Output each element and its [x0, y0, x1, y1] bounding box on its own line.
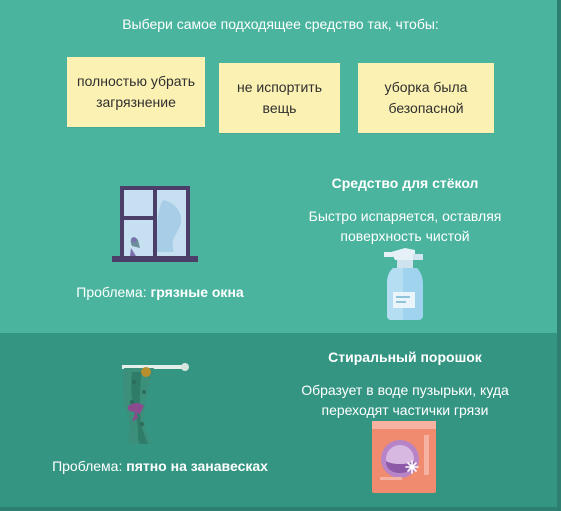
solution-description-washing-powder: Образует в воде пузырьки, куда переходят… — [280, 380, 530, 420]
criterion-note-safe: уборка была безопасной — [358, 63, 494, 133]
description-line: Быстро испаряется, оставляя — [308, 208, 502, 224]
description-line: поверхность чистой — [340, 228, 470, 244]
problem-name: грязные окна — [150, 284, 244, 300]
instruction-text: Выбери самое подходящее средство так, чт… — [122, 16, 439, 32]
problem-label-curtains: Проблема: пятно на занавесках — [20, 458, 300, 474]
criterion-note-clean: полностью убрать загрязнение — [67, 57, 205, 127]
right-border — [557, 0, 561, 511]
solution-title-glass-cleaner: Средство для стёкол — [331, 175, 479, 191]
note-line: полностью убрать — [77, 73, 195, 89]
description-line: переходят частички грязи — [321, 402, 489, 418]
problem-name: пятно на занавесках — [126, 458, 268, 474]
washing-powder-box-icon — [372, 421, 436, 493]
note-line: уборка была — [384, 79, 468, 95]
note-line: безопасной — [388, 100, 464, 116]
curtain-icon — [122, 363, 189, 444]
window-icon — [112, 186, 198, 262]
solution-description-glass-cleaner: Быстро испаряется, оставляя поверхность … — [290, 206, 520, 246]
solution-title-washing-powder: Стиральный порошок — [328, 349, 482, 365]
description-line: Образует в воде пузырьки, куда — [301, 382, 509, 398]
top-panel — [0, 0, 561, 333]
note-line: вещь — [262, 100, 297, 116]
problem-label-windows: Проблема: грязные окна — [40, 284, 280, 300]
note-line: загрязнение — [96, 94, 176, 110]
bottom-panel — [0, 333, 561, 511]
note-line: не испортить — [236, 79, 322, 95]
bottom-border — [0, 507, 561, 511]
criterion-note-no-damage: не испортить вещь — [219, 63, 340, 133]
problem-prefix: Проблема: — [76, 284, 151, 300]
problem-prefix: Проблема: — [52, 458, 127, 474]
spray-bottle-icon — [384, 248, 423, 320]
